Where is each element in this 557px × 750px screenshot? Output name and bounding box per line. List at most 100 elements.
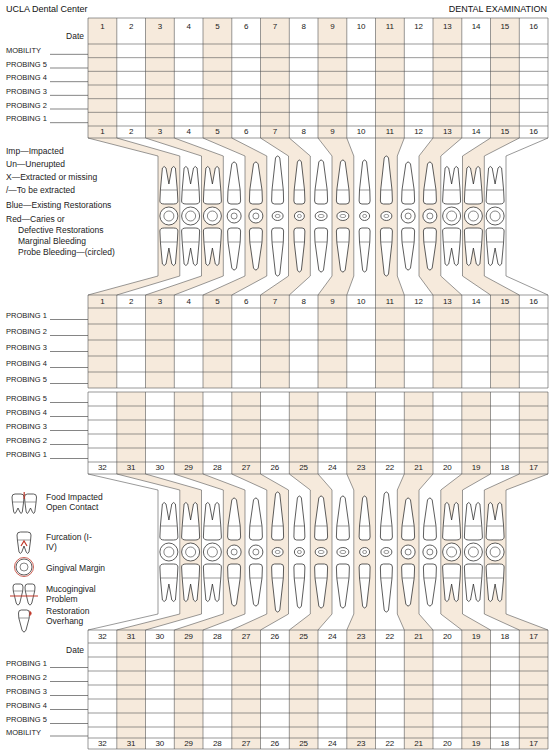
tooth-number: 6 — [232, 20, 261, 34]
row-line — [88, 749, 548, 750]
tooth-outline — [19, 610, 30, 632]
column-shade — [463, 18, 520, 388]
cej-line — [315, 526, 327, 527]
legend-note: Red—Caries or — [6, 214, 65, 225]
cej-line — [161, 526, 177, 527]
tooth-outline — [380, 228, 392, 276]
tooth-number: 17 — [519, 462, 548, 474]
cej-line — [228, 526, 240, 527]
tooth-outline — [203, 503, 221, 541]
tooth-outline — [359, 228, 370, 272]
row-line — [88, 630, 548, 631]
label-underline — [50, 95, 88, 96]
tooth-outline — [423, 564, 436, 606]
column-shade — [347, 392, 376, 749]
tooth-number: 32 — [88, 630, 117, 643]
column-line — [117, 18, 180, 388]
tooth-outline — [160, 503, 178, 541]
occlusal-outline — [315, 548, 327, 557]
tooth-outline — [17, 532, 31, 554]
row-line — [88, 57, 548, 58]
tooth-outline — [294, 160, 305, 204]
label-underline — [50, 444, 88, 445]
column-line — [289, 18, 310, 388]
column-shade — [376, 18, 405, 388]
cej-line — [294, 578, 304, 579]
occlusal-outline — [360, 212, 370, 221]
tooth-number: 14 — [462, 295, 491, 308]
occlusal-surface — [207, 547, 217, 557]
tooth-number: 18 — [491, 630, 520, 643]
tooth-outline — [402, 498, 415, 540]
row-label: PROBING 5 — [6, 372, 47, 388]
row-label: PROBING 4 — [6, 71, 47, 85]
occlusal-outline — [182, 207, 200, 225]
column-line — [375, 392, 376, 749]
tooth-outline — [315, 496, 328, 540]
tooth-number: 30 — [146, 738, 175, 749]
label-underline — [50, 458, 88, 459]
tooth-number: 12 — [404, 20, 433, 34]
column-shade — [484, 392, 548, 749]
row-line — [88, 462, 548, 463]
row-label: PROBING 3 — [6, 85, 47, 99]
tooth-outline — [359, 496, 370, 540]
tooth-outline — [464, 228, 482, 266]
food-impaction-mark — [24, 492, 25, 499]
incisal-edge — [275, 550, 280, 553]
row-line — [88, 85, 548, 86]
legend-label: Gingival Margin — [46, 563, 136, 573]
column-line — [117, 392, 180, 749]
tooth-outline — [182, 503, 200, 541]
tooth-outline — [249, 498, 262, 540]
tooth-number: 18 — [491, 738, 520, 749]
tooth-number: 29 — [174, 630, 203, 643]
tooth-outline — [336, 496, 349, 540]
tooth-outline — [359, 564, 370, 608]
tooth-outline — [182, 167, 200, 205]
tooth-number: 5 — [203, 20, 232, 34]
tooth-number: 8 — [289, 295, 318, 308]
cej-line — [444, 526, 460, 527]
row-line — [88, 295, 548, 296]
column-shade — [419, 18, 462, 388]
occlusal-surface — [253, 213, 259, 219]
legend-label: Restoration Overhang — [46, 606, 108, 626]
cej-line — [487, 578, 503, 579]
tooth-outline — [486, 228, 504, 266]
cej-line — [465, 190, 481, 191]
occlusal-surface — [186, 547, 196, 557]
overhang-mark — [30, 611, 32, 616]
tooth-outline — [380, 564, 392, 612]
label-underline — [50, 351, 88, 352]
occlusal-outline — [272, 212, 283, 221]
cej-line — [381, 526, 392, 527]
tooth-number: 2 — [117, 20, 146, 34]
tooth-number: 20 — [433, 630, 462, 643]
column-line — [289, 392, 310, 749]
row-line — [88, 474, 548, 475]
tooth-number: 20 — [433, 738, 462, 749]
tooth-number: 1 — [88, 126, 117, 138]
tooth-outline — [249, 564, 262, 606]
tooth-number: 26 — [261, 462, 290, 474]
gingival-margin-mark — [15, 558, 34, 577]
occlusal-outline — [443, 207, 461, 225]
row-line — [88, 126, 548, 127]
occlusal-outline — [160, 207, 178, 225]
occlusal-outline — [203, 543, 221, 561]
cej-line — [250, 242, 262, 243]
cej-line — [161, 190, 177, 191]
tooth-outline — [294, 228, 305, 272]
tooth-number: 24 — [318, 738, 347, 749]
incisal-edge — [318, 550, 324, 553]
tooth-number: 20 — [433, 462, 462, 474]
occlusal-surface — [447, 547, 457, 557]
row-line — [88, 406, 548, 407]
tooth-number: 26 — [261, 738, 290, 749]
column-line — [174, 392, 223, 749]
row-line — [88, 340, 548, 341]
tooth-outline — [464, 167, 482, 205]
tooth-number: 28 — [203, 630, 232, 643]
row-line — [88, 699, 548, 700]
